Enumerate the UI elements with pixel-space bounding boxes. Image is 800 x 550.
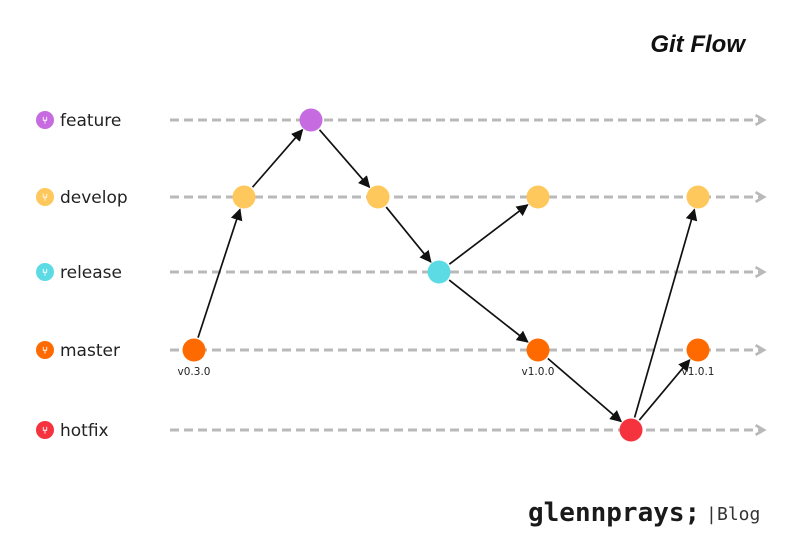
edge-c2-c3 — [251, 128, 304, 188]
branch-label-feature: feature — [60, 111, 121, 131]
git-branch-icon: ⑂ — [42, 193, 48, 204]
edge-c1-c2 — [197, 208, 243, 338]
commit-node-c2 — [232, 185, 256, 209]
edge-c3-c4 — [318, 129, 371, 189]
legend-item-hotfix: ⑂ hotfix — [36, 421, 109, 441]
commit-node-c6 — [526, 185, 550, 209]
edge-c7-c8 — [547, 357, 623, 423]
legend-item-release: ⑂ release — [36, 263, 122, 283]
legend-dot-feature — [36, 111, 54, 129]
commit-node-c3 — [299, 108, 323, 132]
commit-node-c10 — [686, 338, 710, 362]
branch-label-hotfix: hotfix — [60, 421, 109, 441]
commit-edges — [197, 128, 698, 423]
brand-divider: | — [706, 504, 717, 525]
legend-item-develop: ⑂ develop — [36, 188, 128, 208]
brand-suffix: Blog — [717, 504, 760, 525]
commit-node-c4 — [366, 185, 390, 209]
edge-c5-c6 — [448, 204, 529, 265]
edge-c5-c7 — [448, 279, 529, 343]
legend-dot-release — [36, 263, 54, 281]
edge-c8-c9 — [633, 208, 698, 418]
branch-legend: ⑂ feature ⑂ develop ⑂ release ⑂ master ⑂ hotfix — [36, 111, 128, 441]
brand-name: glennprays; — [528, 498, 700, 528]
version-tag: v0.3.0 — [178, 366, 211, 378]
commit-node-c7 — [526, 338, 550, 362]
legend-dot-hotfix — [36, 421, 54, 439]
commit-node-c9 — [686, 185, 710, 209]
legend-dot-develop — [36, 188, 54, 206]
version-tag: v1.0.1 — [682, 366, 715, 378]
legend-dot-master — [36, 341, 54, 359]
git-branch-icon: ⑂ — [42, 426, 48, 437]
legend-item-master: ⑂ master — [36, 341, 120, 361]
commit-node-c5 — [427, 260, 451, 284]
edge-c8-c10 — [638, 359, 691, 421]
commit-nodes — [182, 108, 710, 442]
version-tag: v1.0.0 — [522, 366, 555, 378]
legend-item-feature: ⑂ feature — [36, 111, 121, 131]
commit-node-c1 — [182, 338, 206, 362]
branch-label-develop: develop — [60, 188, 128, 208]
diagram-title: Git Flow — [650, 31, 746, 58]
edge-c4-c5 — [385, 206, 432, 263]
git-branch-icon: ⑂ — [42, 346, 48, 357]
branch-label-release: release — [60, 263, 122, 283]
git-branch-icon: ⑂ — [42, 268, 48, 279]
commit-node-c8 — [619, 418, 643, 442]
branch-label-master: master — [60, 341, 120, 361]
version-tags: v0.3.0 v1.0.0 v1.0.1 — [178, 366, 715, 378]
brand-logo: glennprays; | Blog — [528, 498, 760, 528]
git-branch-icon: ⑂ — [42, 116, 48, 127]
branch-lanes — [170, 120, 764, 430]
